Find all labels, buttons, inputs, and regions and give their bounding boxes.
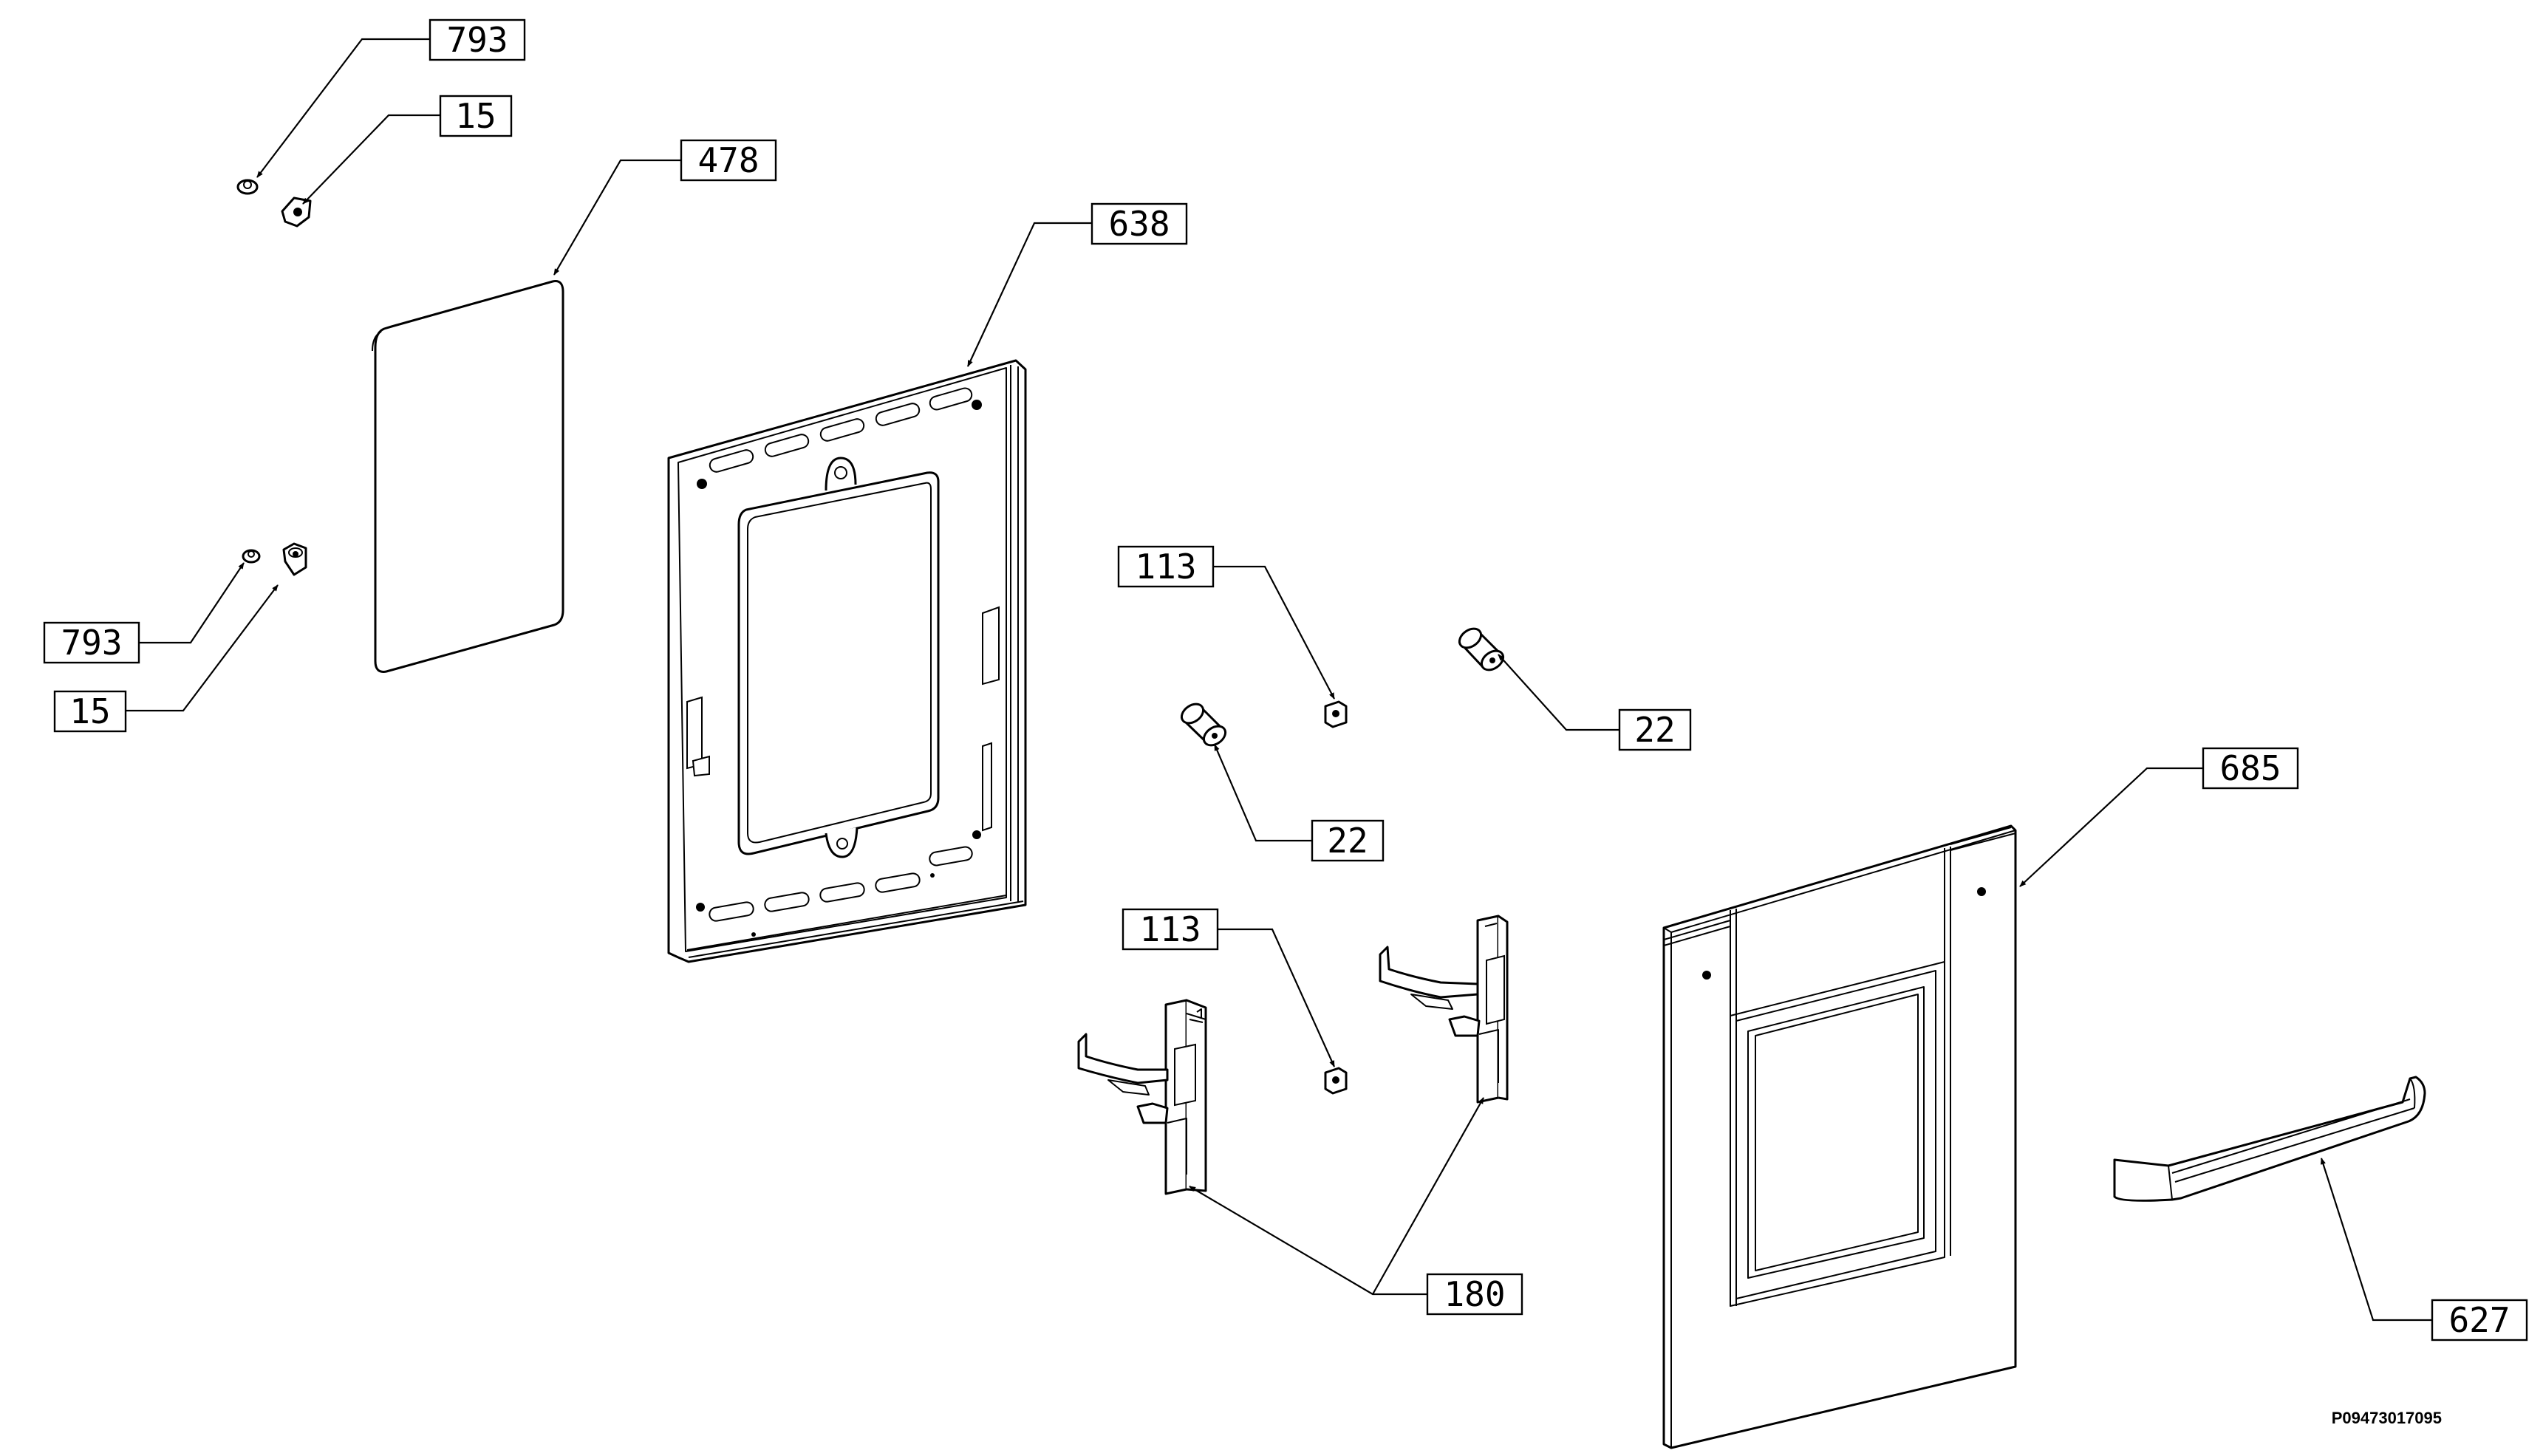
- outer-door-part-685: [1662, 824, 2017, 1449]
- callout-label: 22: [1327, 821, 1368, 861]
- callout-113-upper[interactable]: 113: [1117, 545, 1215, 588]
- leader-c2: [302, 114, 440, 205]
- reference-code: P09473017095: [2332, 1409, 2442, 1427]
- callout-15-top[interactable]: 15: [439, 95, 513, 137]
- callout-label: 22: [1634, 710, 1675, 750]
- callout-label: 638: [1108, 204, 1170, 244]
- callout-label: 793: [446, 20, 508, 60]
- leader-c9: [1213, 744, 1312, 842]
- spacer-part-22-right: [1458, 627, 1505, 671]
- callout-label: 627: [2448, 1300, 2510, 1340]
- callout-label: 793: [61, 623, 122, 663]
- leader-c12b: [1372, 1097, 1484, 1295]
- leader-c4: [967, 222, 1092, 367]
- screw-part-793-lower: [242, 549, 261, 564]
- callout-793-lower[interactable]: 793: [43, 621, 140, 664]
- inner-door-frame-part-638: [667, 359, 1027, 963]
- callout-label: 113: [1139, 909, 1201, 949]
- inner-glass-part-478: [372, 280, 564, 673]
- leader-c11: [1218, 928, 1336, 1067]
- callout-label: 180: [1444, 1274, 1505, 1314]
- leader-lines: [124, 38, 2432, 1322]
- spacer-part-22-left: [1180, 703, 1227, 747]
- callout-638[interactable]: 638: [1090, 202, 1188, 245]
- callout-113-lower[interactable]: 113: [1122, 908, 1219, 951]
- callout-478[interactable]: 478: [680, 139, 777, 182]
- callout-label: 113: [1135, 547, 1196, 587]
- handle-part-627: [2113, 1076, 2426, 1202]
- leader-c10: [2019, 767, 2203, 887]
- callout-15-lower[interactable]: 15: [53, 690, 127, 733]
- callout-627[interactable]: 627: [2431, 1299, 2528, 1341]
- leader-c6: [124, 584, 279, 712]
- callout-label: 685: [2219, 748, 2281, 788]
- nut-part-113-upper: [1324, 700, 1348, 728]
- leader-c1: [256, 38, 430, 178]
- callout-793-top[interactable]: 793: [429, 18, 526, 61]
- callout-label: 15: [69, 691, 110, 731]
- leader-c13: [2320, 1158, 2432, 1322]
- clip-part-15-top: [281, 196, 312, 228]
- screw-part-793-top: [236, 179, 259, 195]
- hinge-part-180-left: [1077, 999, 1207, 1195]
- leader-c8: [1498, 654, 1619, 731]
- callout-685[interactable]: 685: [2202, 747, 2299, 790]
- leader-c5: [139, 562, 245, 644]
- callout-22-left[interactable]: 22: [1311, 819, 1385, 862]
- leader-c3: [553, 159, 681, 276]
- callout-180[interactable]: 180: [1426, 1273, 1523, 1316]
- callout-label: 15: [455, 96, 496, 136]
- leader-c12a: [1189, 1186, 1427, 1296]
- hinge-part-180-right: [1379, 915, 1509, 1104]
- callout-label: 478: [697, 140, 759, 180]
- nut-part-113-lower: [1324, 1067, 1348, 1095]
- leader-c7: [1213, 565, 1335, 700]
- callout-22-right[interactable]: 22: [1618, 708, 1692, 751]
- clip-part-15-lower: [282, 542, 307, 576]
